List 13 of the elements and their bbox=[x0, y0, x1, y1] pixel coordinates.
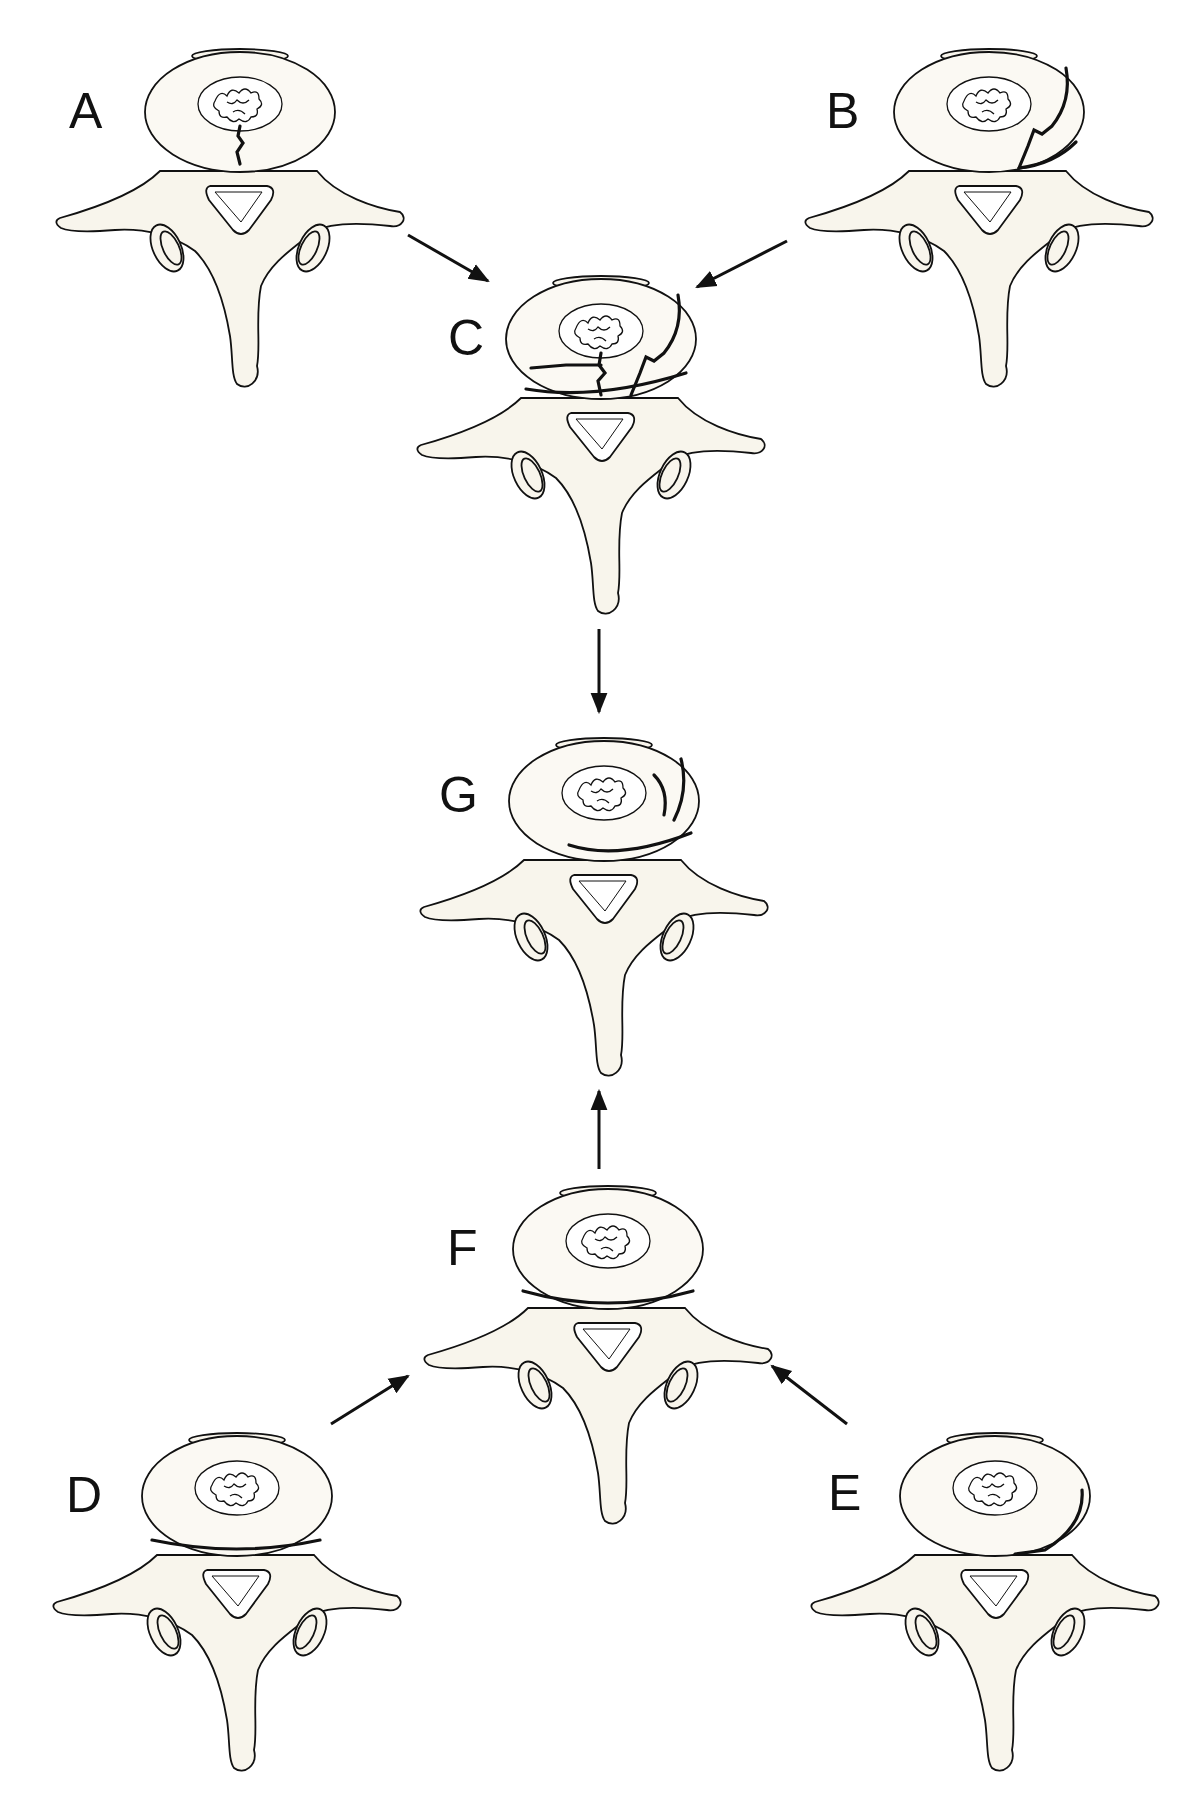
arrow bbox=[590, 1088, 608, 1169]
panel-letter: B bbox=[826, 86, 860, 136]
panel-letter: A bbox=[69, 86, 103, 136]
arrow bbox=[407, 233, 490, 283]
arrow bbox=[770, 1364, 848, 1426]
arrow bbox=[330, 1374, 410, 1426]
panel-letter: F bbox=[447, 1223, 478, 1273]
arrow bbox=[695, 239, 788, 289]
panel-letter: E bbox=[828, 1468, 862, 1518]
panel-letter: G bbox=[439, 770, 478, 820]
panel-letter: C bbox=[448, 313, 485, 363]
arrow bbox=[590, 629, 608, 715]
panel-letter: D bbox=[66, 1470, 103, 1520]
